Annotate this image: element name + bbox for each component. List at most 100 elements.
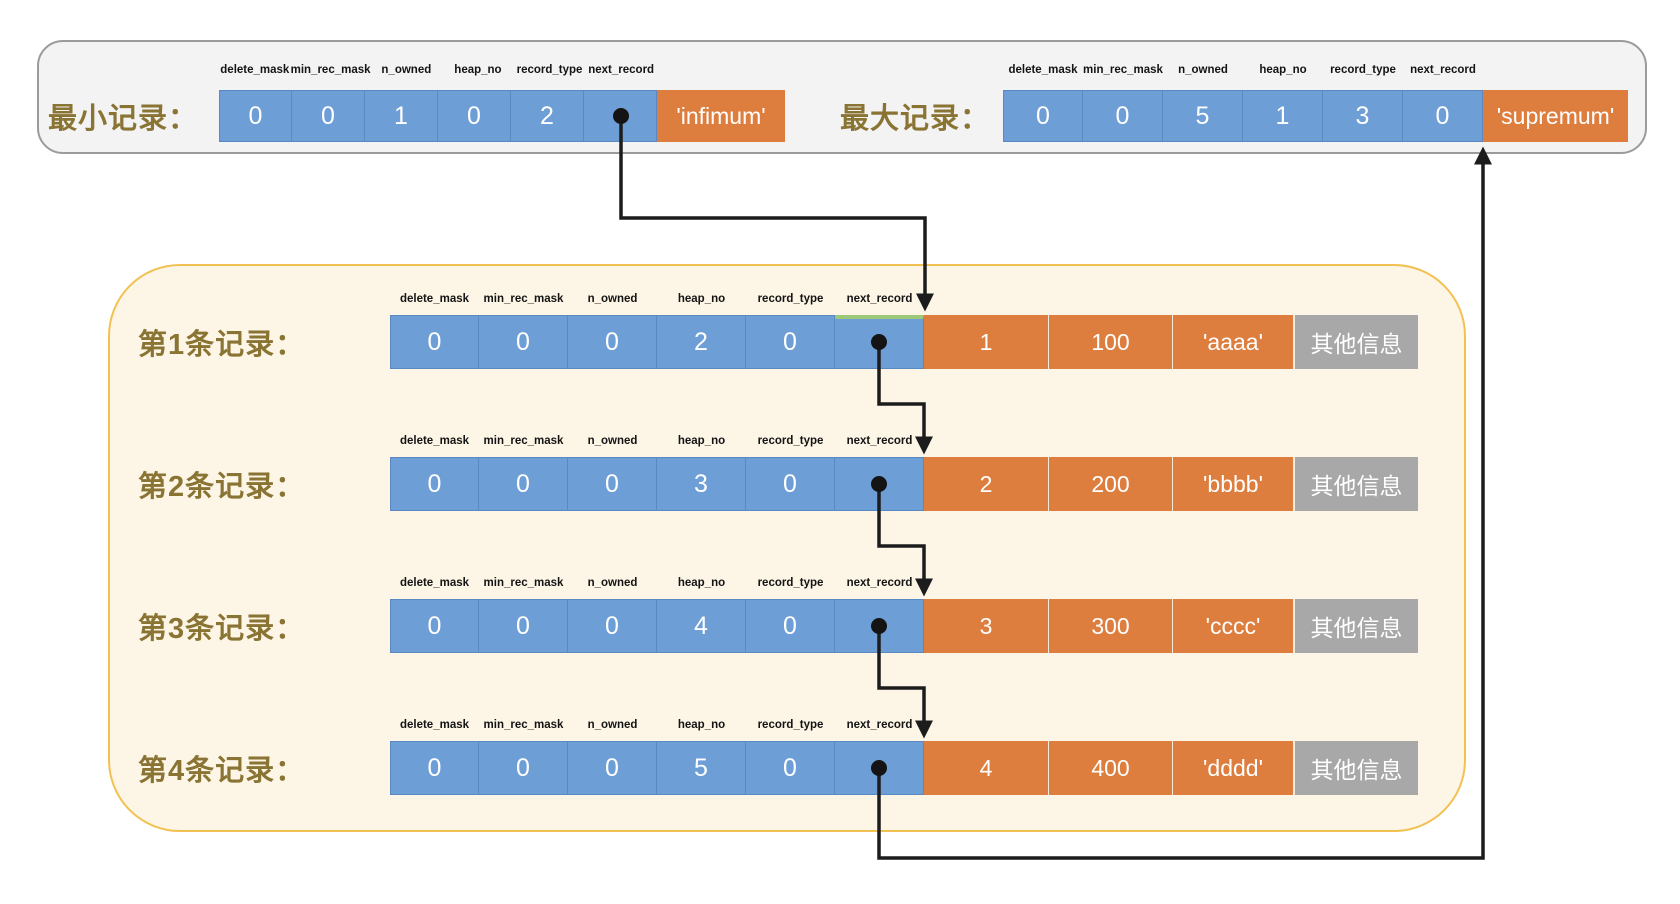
cell-next-record: 0 [1403,90,1483,142]
field-label-n-owned: n_owned [1178,64,1228,76]
cell-heap-no: 3 [657,457,746,511]
field-label-heap-no: heap_no [677,435,726,447]
field-label-delete-mask: delete_mask [1008,64,1078,76]
field-label-n-owned: n_owned [381,64,432,76]
cell-n-owned: 1 [365,90,438,142]
cell-other-info: 其他信息 [1293,315,1418,369]
record2-label: 第2条记录： [138,471,306,503]
field-label-next-record: next_record [1410,64,1476,76]
field-label-heap-no: heap_no [677,577,726,589]
field-label-next-record: next_record [846,293,913,305]
field-label-heap-no: heap_no [454,64,502,76]
cell-min-rec-mask: 0 [479,741,568,795]
cell-min-rec-mask: 0 [479,599,568,653]
cell-n-owned: 0 [568,741,657,795]
field-label-n-owned: n_owned [587,719,638,731]
cell-record-type: 0 [746,599,835,653]
record3-field-labels: delete_mask min_rec_mask n_owned heap_no… [390,577,924,593]
record2-field-labels: delete_mask min_rec_mask n_owned heap_no… [390,435,924,451]
cell-n-owned: 0 [568,457,657,511]
field-label-heap-no: heap_no [677,293,726,305]
field-label-delete-mask: delete_mask [399,719,470,731]
cell-record-type: 0 [746,741,835,795]
cell-heap-no: 4 [657,599,746,653]
cell-other-info: 其他信息 [1293,599,1418,653]
min-record-field-labels: delete_mask min_rec_mask n_owned heap_no… [219,64,657,80]
cell-other-info: 其他信息 [1293,457,1418,511]
cell-n-owned: 0 [568,599,657,653]
field-label-min-rec-mask: min_rec_mask [290,64,371,76]
cell-next-record [835,315,924,369]
field-label-next-record: next_record [846,719,913,731]
cell-min-rec-mask: 0 [479,315,568,369]
field-label-n-owned: n_owned [587,435,638,447]
cell-delete-mask: 0 [219,90,292,142]
field-label-min-rec-mask: min_rec_mask [483,719,564,731]
cell-n-owned: 5 [1163,90,1243,142]
cell-record-type: 2 [511,90,584,142]
cell-col3: 'aaaa' [1172,315,1293,369]
cell-heap-no: 1 [1243,90,1323,142]
record3-row: 0 0 0 4 0 3 300 'cccc' 其他信息 [390,599,1418,653]
field-label-record-type: record_type [757,435,824,447]
record2-row: 0 0 0 3 0 2 200 'bbbb' 其他信息 [390,457,1418,511]
cell-next-record [835,599,924,653]
field-label-n-owned: n_owned [587,293,638,305]
min-record-row: 0 0 1 0 2 'infimum' [219,90,785,142]
record4-label: 第4条记录： [138,755,306,787]
cell-record-type: 3 [1323,90,1403,142]
cell-heap-no: 2 [657,315,746,369]
field-label-record-type: record_type [1330,64,1396,76]
field-label-delete-mask: delete_mask [220,64,290,76]
cell-col1: 4 [924,741,1048,795]
cell-delete-mask: 0 [1003,90,1083,142]
field-label-min-rec-mask: min_rec_mask [483,435,564,447]
field-label-record-type: record_type [757,719,824,731]
field-label-record-type: record_type [516,64,583,76]
record4-row: 0 0 0 5 0 4 400 'dddd' 其他信息 [390,741,1418,795]
field-label-delete-mask: delete_mask [399,293,470,305]
cell-heap-no: 0 [438,90,511,142]
cell-col2: 400 [1048,741,1172,795]
cell-col3: 'cccc' [1172,599,1293,653]
cell-infimum-value: 'infimum' [657,90,785,142]
cell-delete-mask: 0 [390,457,479,511]
record1-label: 第1条记录： [138,329,306,361]
cell-delete-mask: 0 [390,599,479,653]
cell-col3: 'bbbb' [1172,457,1293,511]
field-label-heap-no: heap_no [1259,64,1307,76]
record1-row: 0 0 0 2 0 1 100 'aaaa' 其他信息 [390,315,1418,369]
cell-record-type: 0 [746,315,835,369]
cell-n-owned: 0 [568,315,657,369]
cell-min-rec-mask: 0 [479,457,568,511]
field-label-min-rec-mask: min_rec_mask [483,293,564,305]
field-label-next-record: next_record [588,64,655,76]
field-label-delete-mask: delete_mask [399,577,470,589]
cell-min-rec-mask: 0 [1083,90,1163,142]
cell-other-info: 其他信息 [1293,741,1418,795]
cell-col1: 1 [924,315,1048,369]
field-label-delete-mask: delete_mask [399,435,470,447]
max-record-label: 最大记录： [840,103,991,135]
cell-col2: 300 [1048,599,1172,653]
min-record-label: 最小记录： [48,103,199,135]
cell-next-record [584,90,657,142]
cell-next-record [835,741,924,795]
field-label-heap-no: heap_no [677,719,726,731]
cell-col1: 2 [924,457,1048,511]
field-label-record-type: record_type [757,577,824,589]
field-label-n-owned: n_owned [587,577,638,589]
cell-col1: 3 [924,599,1048,653]
max-record-row: 0 0 5 1 3 0 'supremum' [1003,90,1628,142]
max-record-field-labels: delete_mask min_rec_mask n_owned heap_no… [1003,64,1483,80]
cell-next-record [835,457,924,511]
cell-delete-mask: 0 [390,315,479,369]
cell-supremum-value: 'supremum' [1483,90,1628,142]
cell-col2: 200 [1048,457,1172,511]
cell-col3: 'dddd' [1172,741,1293,795]
record3-label: 第3条记录： [138,613,306,645]
cell-col2: 100 [1048,315,1172,369]
cell-record-type: 0 [746,457,835,511]
cell-heap-no: 5 [657,741,746,795]
